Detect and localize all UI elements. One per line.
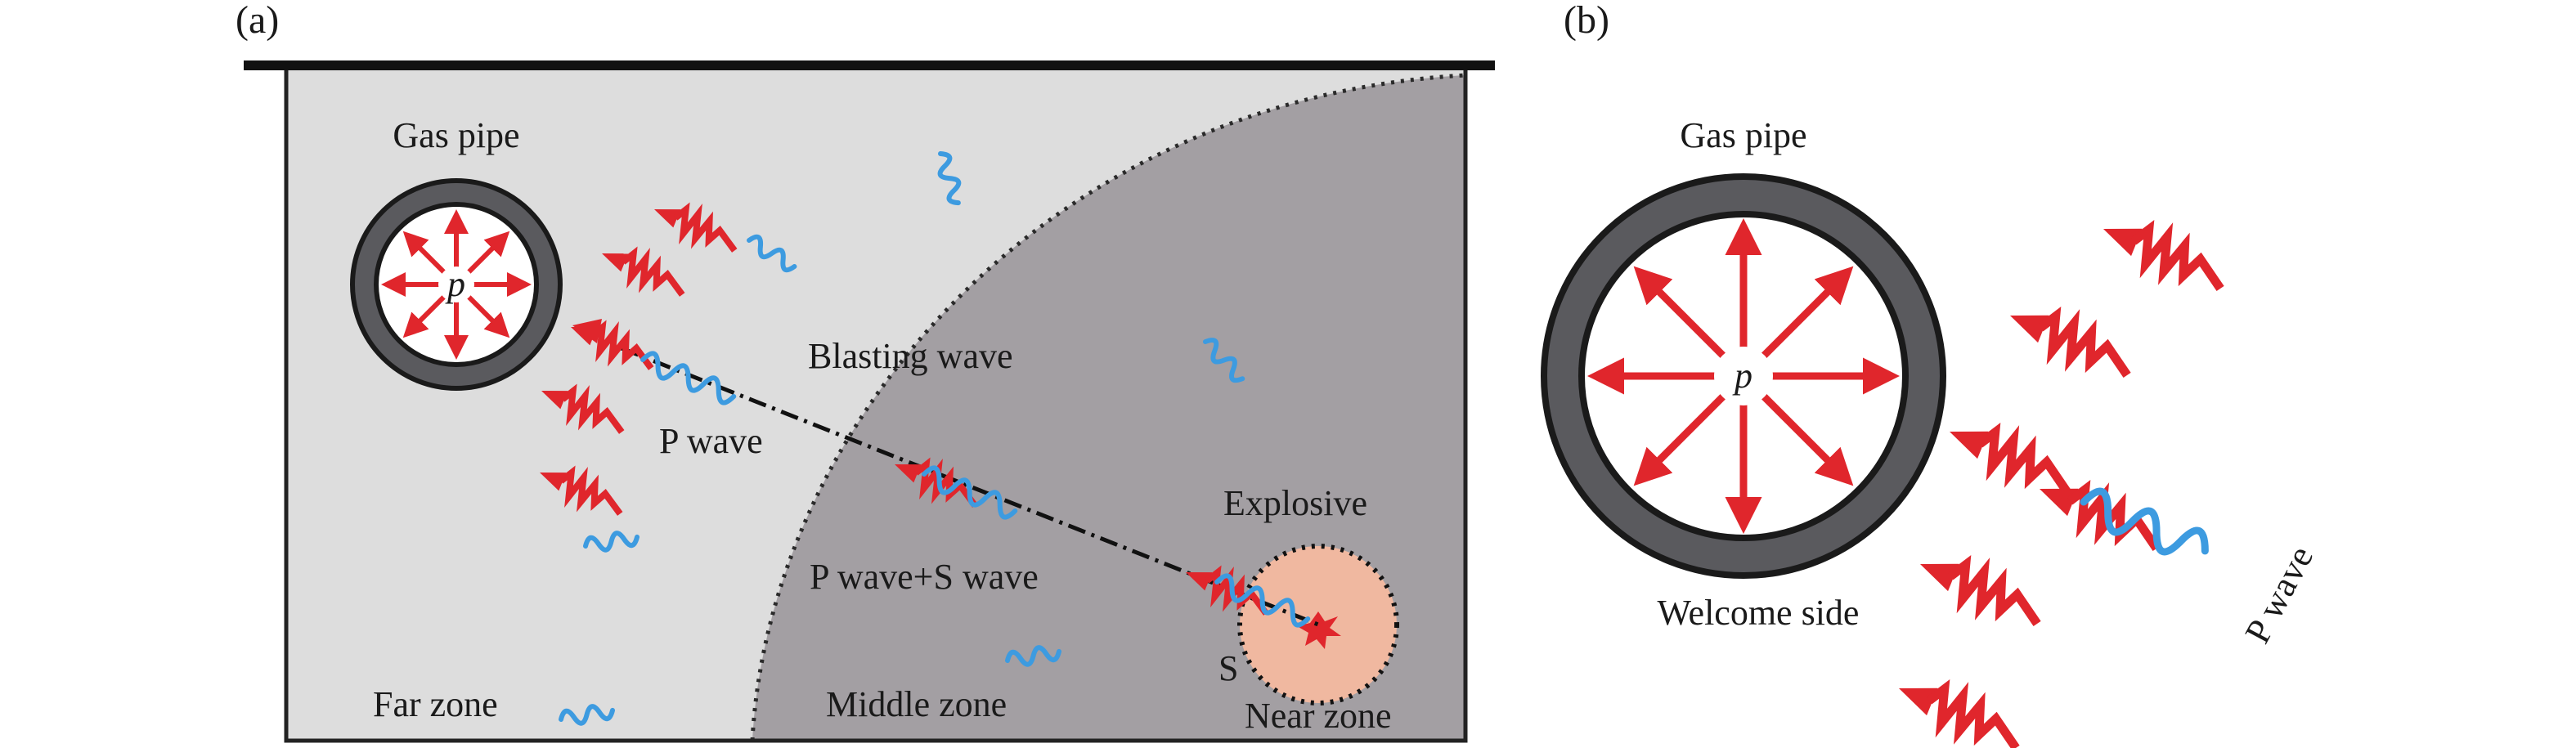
- explosive-charge: [1297, 611, 1341, 649]
- gas-pipe-a: [350, 178, 563, 391]
- explosive-label: Explosive: [1223, 483, 1367, 523]
- blasting-waves-b: [1893, 213, 2231, 748]
- ground-surface: [244, 60, 1495, 70]
- gas-pipe-label-a: Gas pipe: [393, 115, 519, 155]
- blasting-waves-a: [536, 199, 1273, 616]
- p-s-wave-label: P wave+S wave: [810, 557, 1039, 597]
- pressure-label-a: p: [445, 264, 465, 304]
- panel-a-tag: (a): [236, 0, 279, 42]
- panel-b-tag: (b): [1564, 0, 1609, 42]
- p-wave-label-b: P wave: [2237, 540, 2322, 650]
- s-label: S: [1218, 648, 1238, 688]
- blasting-wave-label: Blasting wave: [808, 336, 1013, 376]
- middle-zone-label: Middle zone: [826, 684, 1007, 724]
- welcome-side-label: Welcome side: [1658, 593, 1860, 633]
- near-zone-label: Near zone: [1245, 696, 1392, 736]
- zone-box-border: [284, 70, 1468, 743]
- far-zone-label: Far zone: [373, 684, 498, 724]
- pressure-label-b: p: [1732, 356, 1752, 396]
- gas-pipe-label-b: Gas pipe: [1680, 115, 1806, 155]
- gas-pipe-b: [1541, 173, 1946, 579]
- p-wave-label-a: P wave: [659, 421, 763, 461]
